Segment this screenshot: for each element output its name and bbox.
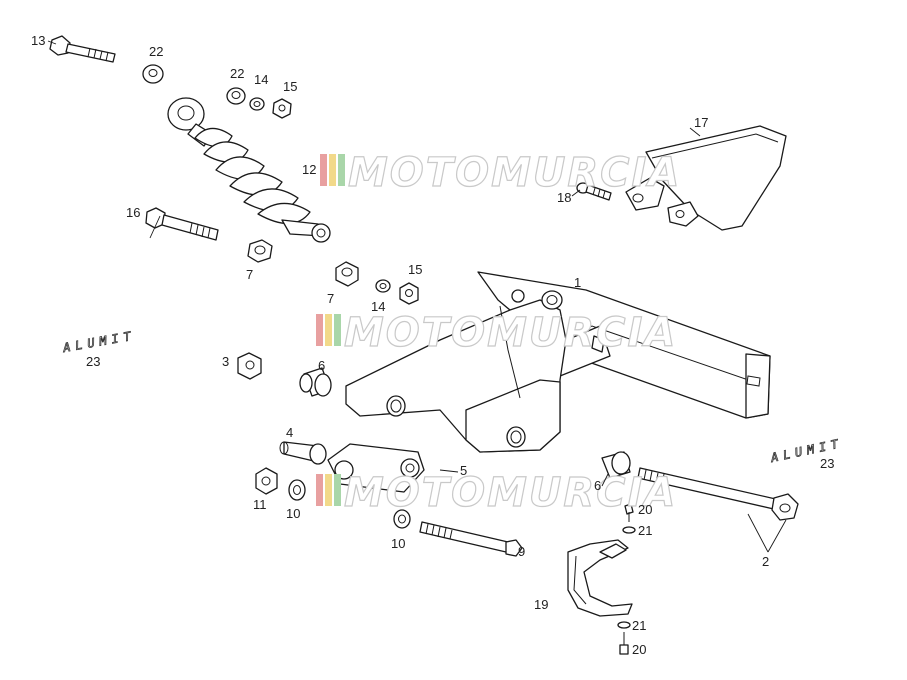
part-17-chain-guard bbox=[625, 125, 787, 231]
watermark-top: MOTOMURCIA bbox=[320, 149, 681, 197]
callout-numbers: 1 2 3 4 5 6 6 7 7 9 10 10 11 12 13 14 14… bbox=[31, 33, 834, 657]
callout-4: 4 bbox=[286, 425, 293, 440]
part-1-swingarm bbox=[345, 271, 771, 453]
part-13-bolt bbox=[49, 35, 116, 63]
leader-lines bbox=[47, 40, 787, 553]
part-7-bushing-arm bbox=[335, 261, 359, 287]
callout-20: 20 bbox=[638, 502, 652, 517]
callout-17: 17 bbox=[694, 115, 708, 130]
svg-text:MOTOMURCIA: MOTOMURCIA bbox=[344, 470, 677, 516]
callout-23: 23 bbox=[820, 456, 834, 471]
callout-15: 15 bbox=[283, 79, 297, 94]
part-14-washer-arm bbox=[375, 279, 391, 293]
callout-20: 20 bbox=[632, 642, 646, 657]
callout-22: 22 bbox=[149, 44, 163, 59]
callout-12: 12 bbox=[302, 162, 316, 177]
watermark-bottom: MOTOMURCIA bbox=[316, 469, 677, 517]
part-22-bushing-mid bbox=[226, 87, 246, 105]
callout-7: 7 bbox=[246, 267, 253, 282]
part-15-nut-top bbox=[272, 98, 292, 119]
callout-21: 21 bbox=[632, 618, 646, 633]
part-23-sticker-left: ALUMIT bbox=[61, 328, 137, 355]
callout-23: 23 bbox=[86, 354, 100, 369]
callout-14: 14 bbox=[371, 299, 385, 314]
callout-10: 10 bbox=[391, 536, 405, 551]
callout-6: 6 bbox=[594, 478, 601, 493]
callout-19: 19 bbox=[534, 597, 548, 612]
part-12-shock-absorber bbox=[167, 97, 331, 243]
part-2-axle bbox=[637, 467, 799, 521]
part-9-bolt bbox=[419, 521, 523, 557]
part-10-washer-right bbox=[393, 509, 411, 529]
part-22-bushing-top bbox=[142, 64, 164, 84]
part-11-nut bbox=[255, 467, 278, 495]
part-21-washer-top bbox=[622, 526, 636, 534]
part-15-nut-arm bbox=[399, 282, 419, 305]
part-16-bolt bbox=[145, 207, 219, 241]
svg-text:MOTOMURCIA: MOTOMURCIA bbox=[348, 150, 681, 196]
part-10-washer-left bbox=[288, 479, 306, 501]
part-7-bushing-shock bbox=[247, 239, 273, 263]
callout-5: 5 bbox=[460, 463, 467, 478]
callout-13: 13 bbox=[31, 33, 45, 48]
part-21-washer-bottom bbox=[617, 621, 631, 629]
callout-9: 9 bbox=[518, 544, 525, 559]
callout-6: 6 bbox=[318, 358, 325, 373]
svg-text:MOTOMURCIA: MOTOMURCIA bbox=[344, 310, 677, 356]
part-4-sleeve bbox=[279, 441, 327, 465]
callout-14: 14 bbox=[254, 72, 268, 87]
part-19-guard bbox=[567, 539, 633, 617]
part-6-bushing-right bbox=[601, 451, 631, 479]
callout-22: 22 bbox=[230, 66, 244, 81]
part-6-bushing-left bbox=[299, 367, 332, 397]
callout-7: 7 bbox=[327, 291, 334, 306]
callout-15: 15 bbox=[408, 262, 422, 277]
svg-text:ALUMIT: ALUMIT bbox=[61, 328, 137, 355]
part-20-screw-bottom bbox=[619, 632, 629, 655]
part-3-nut bbox=[237, 352, 262, 380]
callout-3: 3 bbox=[222, 354, 229, 369]
watermark-middle: MOTOMURCIA bbox=[316, 309, 677, 357]
callout-11: 11 bbox=[253, 497, 267, 512]
callout-21: 21 bbox=[638, 523, 652, 538]
callout-10: 10 bbox=[286, 506, 300, 521]
callout-16: 16 bbox=[126, 205, 140, 220]
part-20-screw-top bbox=[624, 503, 634, 522]
callout-2: 2 bbox=[762, 554, 769, 569]
callout-1: 1 bbox=[574, 275, 581, 290]
callout-18: 18 bbox=[557, 190, 571, 205]
part-14-washer-top bbox=[249, 97, 265, 111]
